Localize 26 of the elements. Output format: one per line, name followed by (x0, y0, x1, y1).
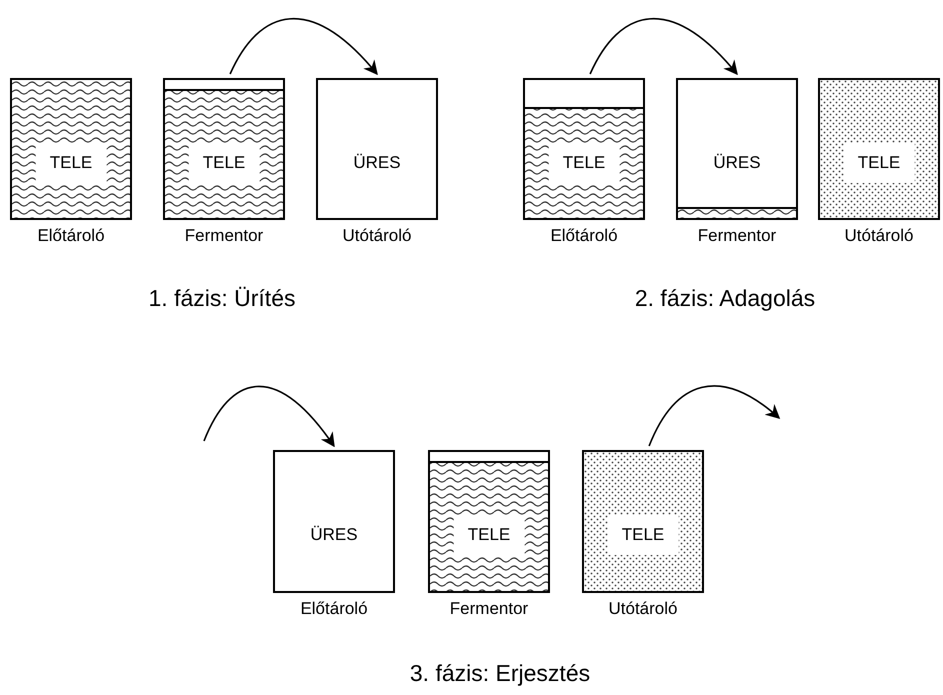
tank-name: Utótároló (342, 226, 412, 246)
phase-caption: 2. fázis: Adagolás (634, 285, 816, 312)
tank-name: Előtároló (550, 226, 618, 246)
tank (273, 450, 395, 593)
status-label: TELE (844, 142, 914, 183)
phase-caption: 3. fázis: Erjesztés (410, 660, 590, 687)
tank (316, 78, 438, 220)
tank (676, 78, 798, 220)
status-label: TELE (548, 142, 620, 183)
tank-name: Előtároló (300, 599, 368, 619)
arrow (648, 385, 780, 446)
tank (523, 78, 645, 220)
tank-name: Fermentor (698, 226, 776, 246)
status-label: TELE (454, 515, 524, 556)
tank-name: Előtároló (37, 226, 105, 246)
phase-caption: 1. fázis: Ürítés (148, 285, 296, 312)
arrow (203, 386, 335, 448)
status-label: TELE (36, 142, 106, 183)
status-label: TELE (188, 142, 260, 183)
arrow (589, 18, 738, 76)
tank-name: Fermentor (184, 226, 264, 246)
tank-name: Utótároló (844, 226, 914, 246)
tank-name: Utótároló (608, 599, 678, 619)
tank-name: Fermentor (450, 599, 528, 619)
arrow (229, 18, 378, 76)
status-label: TELE (608, 515, 678, 556)
